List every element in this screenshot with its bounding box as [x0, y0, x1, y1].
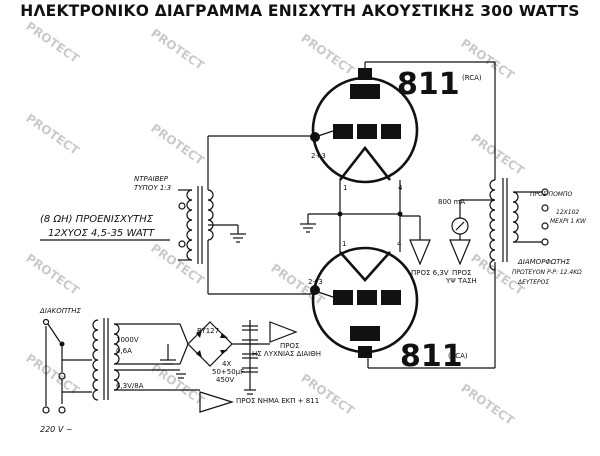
bottom-tube-pin-1: 1 — [342, 240, 346, 248]
bottom-tube-811: 811 (RCA) 2+3 1 4 — [308, 236, 468, 374]
rectifier-label: BY127 — [197, 327, 219, 335]
to-filaments-label: ΠΡΟΣ ΝΗΜΑ ΕΚΠ + 811 — [236, 397, 319, 405]
watermark-text: PROTECT — [148, 361, 207, 408]
top-tube-pin-1: 1 — [343, 184, 347, 192]
hv-winding-label: 1000V — [116, 336, 139, 344]
watermark-text: PROTECT — [23, 251, 82, 298]
top-tube-grid-node — [310, 132, 320, 142]
caps-label-1: 4X — [222, 360, 231, 368]
bottom-tube-number: 811 — [400, 339, 463, 374]
power-supply: ΔΙΑΚΟΠΤΗΣ 220 V ~ 1000V 0,6A 6,3V/8A — [39, 307, 321, 434]
switch-label: ΔΙΑΚΟΠΤΗΣ — [39, 307, 82, 315]
diagram-title: ΗΛΕΚΤΡΟΝΙΚΟ ΔΙΑΓΡΑΜΜΑ ΕΝΙΣΧΥΤΗ ΑΚΟΥΣΤΙΚΗ… — [20, 2, 580, 20]
top-tube-grid-pin: 2+3 — [311, 152, 326, 160]
meter-label: 800 mA — [438, 198, 465, 206]
filament-output-arrow — [199, 391, 235, 413]
to-plate-label-1: ΠΡΟΣ — [280, 342, 299, 350]
watermark-text: PROTECT — [458, 381, 517, 428]
driver-label-1: ΝΤΡΑΙΒΕΡ — [134, 175, 169, 183]
mains-terminal-left — [42, 406, 50, 414]
out-spec-label-2: ΜΕΧΡΙ 1 KW — [550, 218, 587, 225]
hv-output-arrow — [269, 321, 298, 343]
circuit-frame — [364, 61, 496, 369]
to-hv-label-2: ΥΨ ΤΑΣΗ — [445, 277, 477, 285]
bottom-tube-maker: (RCA) — [448, 352, 468, 360]
top-tube-plate — [350, 84, 380, 99]
driver-label-2: ΤΥΠΟΥ 1:3 — [134, 184, 171, 192]
to-63v-label: ΠΡΟΣ 6,3V — [411, 269, 449, 277]
hv-current-label: 0,6A — [116, 347, 132, 355]
filament-wiring: ΠΡΟΣ 6,3V — [300, 211, 449, 277]
watermark-text: PROTECT — [148, 121, 207, 168]
to-hv-label-1: ΠΡΟΣ — [452, 269, 471, 277]
filament-supply-arrow — [409, 239, 431, 266]
watermark-text: PROTECT — [23, 111, 82, 158]
bottom-tube-plate — [350, 326, 380, 341]
mains-terminal-right — [58, 406, 66, 414]
preamp-label-1: (8 ΩΗ) ΠΡΟΕΝΙΣΧΥΤΗΣ — [40, 214, 154, 225]
mains-label: 220 V ~ — [40, 425, 73, 434]
mod-label-3: ΔΕΥΤΕΡΟΣ — [517, 279, 549, 286]
watermark-text: PROTECT — [148, 26, 207, 73]
out-spec-label-1: 12Χ102 — [556, 209, 579, 216]
bottom-tube-pin-4: 4 — [397, 240, 402, 248]
top-tube-maker: (RCA) — [462, 74, 482, 82]
preamp-label-2: 12ΧΥΟΣ 4,5-35 WATT — [48, 228, 155, 239]
watermark-text: PROTECT — [468, 131, 527, 178]
mod-label-2: ΠΡΩΤΕΥΟΝ P-P: 12.4ΚΩ — [512, 269, 582, 276]
to-speaker-label: ΠΡΟΣ ΠΟΜΠΟ — [530, 191, 572, 198]
modulation-transformer: ΠΡΟΣ ΠΟΜΠΟ 12Χ102 ΜΕΧΡΙ 1 KW ΔΙΑΜΟΡΦΩΤΗΣ… — [489, 178, 587, 286]
watermark-text: PROTECT — [298, 371, 357, 418]
fil-winding-label: 6,3V/8A — [116, 382, 144, 390]
top-tube-pin-4: 4 — [398, 184, 403, 192]
driver-transformer: ΝΤΡΑΙΒΕΡ ΤΥΠΟΥ 1:3 (8 ΩΗ) ΠΡΟΕΝΙΣΧΥΤΗΣ 1… — [40, 135, 315, 295]
bottom-tube-grid-node — [310, 285, 320, 295]
top-tube-number: 811 — [397, 67, 460, 102]
hv-supply-arrow — [449, 239, 471, 266]
top-tube-811: 811 (RCA) 2+3 1 4 — [310, 67, 482, 236]
caps-label-3: 450V — [216, 376, 234, 384]
mod-label-1: ΔΙΑΜΟΡΦΩΤΗΣ — [517, 258, 571, 266]
watermark-text: PROTECT — [23, 351, 82, 398]
to-plate-label-2: ΗΣ ΛΥΧΝΙΑΣ ΔΙΑΙΘΗ — [252, 350, 321, 358]
caps-label-2: 50+50μF — [212, 368, 244, 376]
plate-current-meter: 800 mA ΠΡΟΣ ΥΨ ΤΑΣΗ — [438, 198, 495, 285]
watermark-text: PROTECT — [23, 19, 82, 66]
watermark-text: PROTECT — [298, 31, 357, 78]
bottom-tube-grid-pin: 2+3 — [308, 278, 323, 286]
